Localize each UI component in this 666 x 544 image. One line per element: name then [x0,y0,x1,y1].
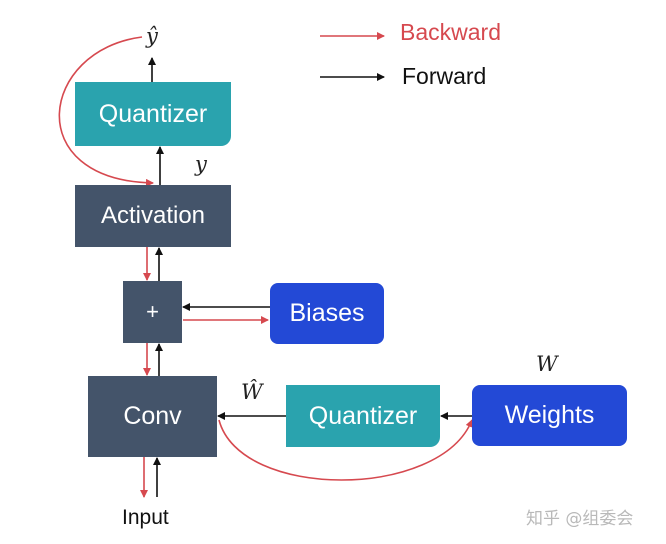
input-label: Input [122,506,169,529]
w-hat-label: Ŵ [241,380,263,404]
plus-box: + [123,281,182,343]
w-label: W [536,352,558,376]
y-hat-label: ŷ [146,24,158,48]
quantizer-top-box: Quantizer [75,82,231,146]
y-label: y [195,152,207,176]
legend-forward-label: Forward [402,63,487,89]
quantizer-bottom-box: Quantizer [286,385,440,447]
conv-box: Conv [88,376,217,457]
legend-backward-label: Backward [400,19,501,45]
watermark-text: 知乎 @组委会 [526,509,634,529]
activation-box: Activation [75,185,231,247]
biases-box: Biases [270,283,384,344]
backward-arrow-conv-bypass-quantizer [218,419,474,481]
weights-box: Weights [472,385,627,446]
backward-arrow-yhat-bypass-quantizer [58,36,154,187]
